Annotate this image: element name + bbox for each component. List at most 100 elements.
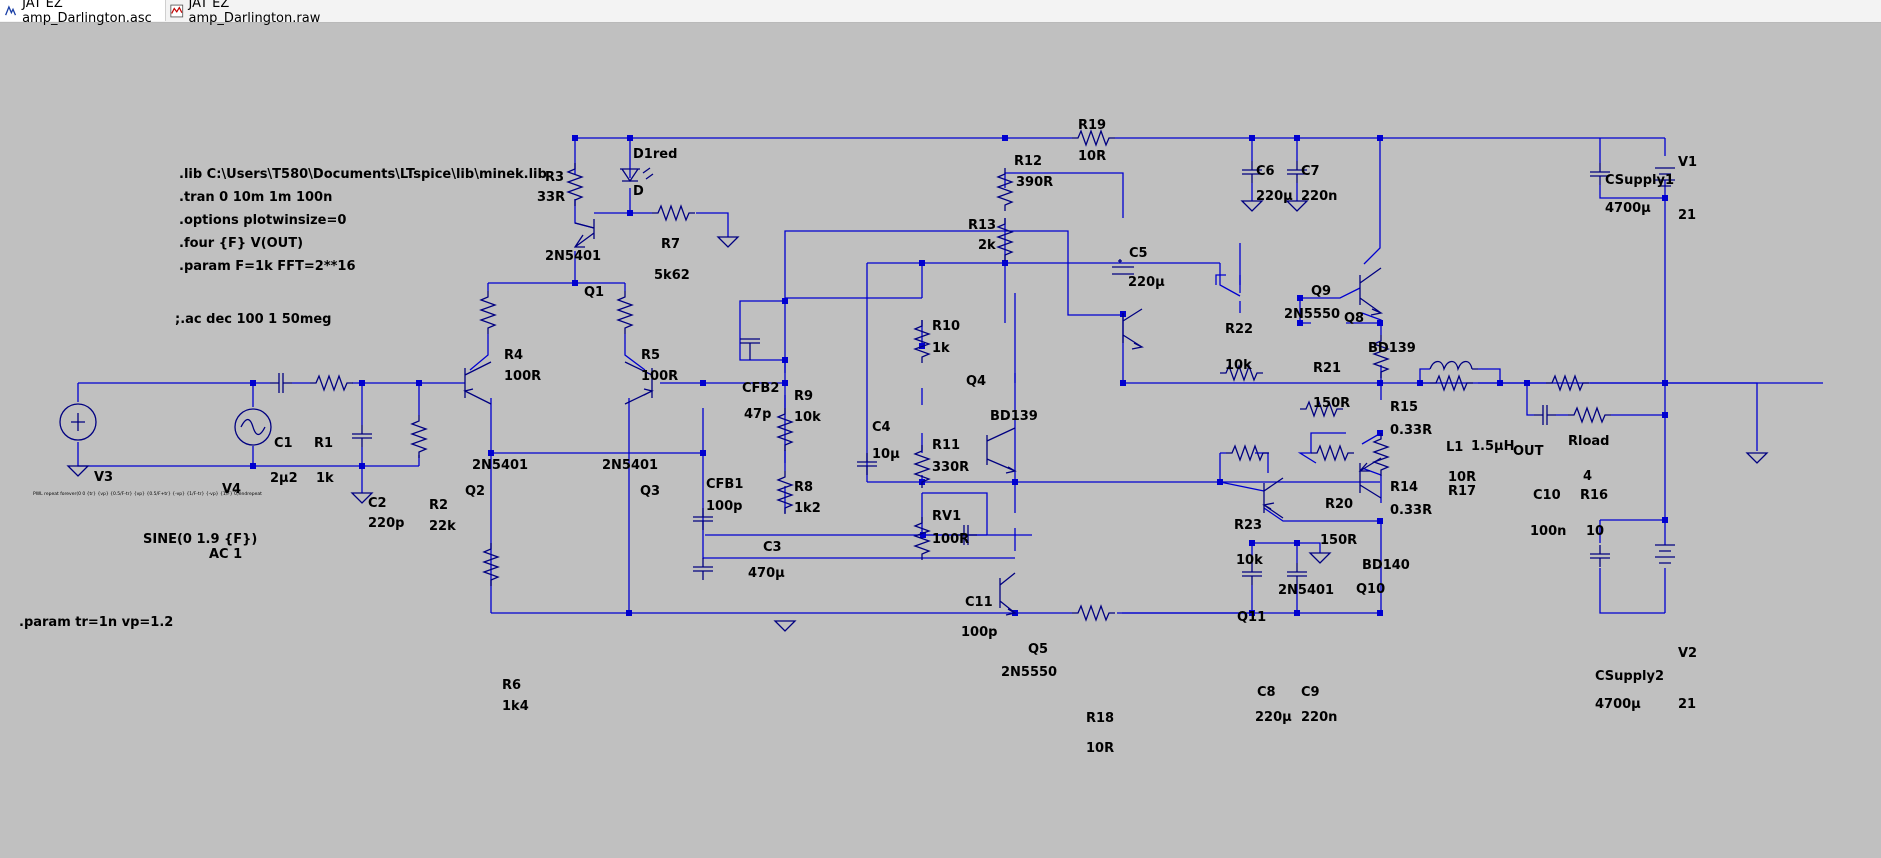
value-r16[interactable]: 10 xyxy=(1586,524,1604,539)
value-cfb2[interactable]: 47p xyxy=(744,407,771,422)
label-r19[interactable]: R19 xyxy=(1078,118,1106,133)
label-q2[interactable]: Q2 xyxy=(465,484,485,499)
value-v2[interactable]: 21 xyxy=(1678,697,1696,712)
component-labels[interactable]: R3 33R D1red D 2N5401 Q1 R7 5k62 R12 390… xyxy=(94,118,1697,756)
value-r21[interactable]: 150R xyxy=(1313,396,1350,411)
value-r1[interactable]: 1k xyxy=(316,471,334,486)
label-q11[interactable]: Q11 xyxy=(1237,610,1266,625)
label-q10[interactable]: Q10 xyxy=(1356,582,1385,597)
label-c8[interactable]: C8 xyxy=(1257,685,1276,700)
label-q4[interactable]: Q4 xyxy=(966,374,986,389)
value-c9[interactable]: 220n xyxy=(1301,710,1337,725)
label-r20[interactable]: R20 xyxy=(1325,497,1353,512)
label-r8[interactable]: R8 xyxy=(794,480,813,495)
label-c7[interactable]: C7 xyxy=(1301,164,1320,179)
value-csupply2[interactable]: 4700µ xyxy=(1595,697,1641,712)
label-r16[interactable]: R16 xyxy=(1580,488,1608,503)
value-v4[interactable]: SINE(0 1.9 {F}) xyxy=(143,532,257,547)
value-q3[interactable]: 2N5401 xyxy=(602,458,658,473)
directive-tran[interactable]: .tran 0 10m 1m 100n xyxy=(179,190,332,205)
label-r11[interactable]: R11 xyxy=(932,438,960,453)
value-q2[interactable]: 2N5401 xyxy=(472,458,528,473)
label-r17[interactable]: R17 xyxy=(1448,484,1476,499)
value-r10[interactable]: 1k xyxy=(932,341,950,356)
schematic-canvas[interactable]: .lib C:\Users\T580\Documents\LTspice\lib… xyxy=(0,23,1881,858)
label-c9[interactable]: C9 xyxy=(1301,685,1320,700)
label-q5[interactable]: Q5 xyxy=(1028,642,1048,657)
spice-directives[interactable]: .lib C:\Users\T580\Documents\LTspice\lib… xyxy=(19,167,547,630)
label-l1[interactable]: L1 xyxy=(1446,440,1463,455)
value-r6[interactable]: 1k4 xyxy=(502,699,529,714)
label-c5[interactable]: C5 xyxy=(1129,246,1148,261)
value-r4[interactable]: 100R xyxy=(504,369,541,384)
value-cfb1[interactable]: 100p xyxy=(706,499,742,514)
value-c11[interactable]: 100p xyxy=(961,625,997,640)
value-c4[interactable]: 10µ xyxy=(872,447,900,462)
directive-options[interactable]: .options plotwinsize=0 xyxy=(179,213,346,228)
label-r3[interactable]: R3 xyxy=(545,170,564,185)
label-rv1[interactable]: RV1 xyxy=(932,509,961,524)
tab-schematic[interactable]: JAT EZ amp_Darlington.asc xyxy=(0,0,166,26)
directive-ac-comment[interactable]: ;.ac dec 100 1 50meg xyxy=(175,312,332,327)
label-cfb2[interactable]: CFB2 xyxy=(742,381,779,396)
directive-param-tr[interactable]: .param tr=1n vp=1.2 xyxy=(19,615,173,630)
label-r1[interactable]: R1 xyxy=(314,436,333,451)
label-csupply2[interactable]: CSupply2 xyxy=(1595,669,1664,684)
label-v2[interactable]: V2 xyxy=(1678,646,1697,661)
label-r15[interactable]: R15 xyxy=(1390,400,1418,415)
label-v4[interactable]: V4 xyxy=(222,482,241,497)
value-q8[interactable]: BD139 xyxy=(1368,341,1416,356)
label-r12[interactable]: R12 xyxy=(1014,154,1042,169)
label-r13[interactable]: R13 xyxy=(968,218,996,233)
label-c10[interactable]: C10 xyxy=(1533,488,1561,503)
label-r23[interactable]: R23 xyxy=(1234,518,1262,533)
label-q9[interactable]: Q9 xyxy=(1311,284,1331,299)
label-q3[interactable]: Q3 xyxy=(640,484,660,499)
value-r22[interactable]: 10k xyxy=(1225,358,1252,373)
label-out[interactable]: OUT xyxy=(1513,444,1544,459)
label-c2[interactable]: C2 xyxy=(368,496,387,511)
label-r7[interactable]: R7 xyxy=(661,237,680,252)
value-d1[interactable]: D xyxy=(633,184,644,199)
value-r18[interactable]: 10R xyxy=(1086,741,1114,756)
value-r20[interactable]: 150R xyxy=(1320,533,1357,548)
value-r11[interactable]: 330R xyxy=(932,460,969,475)
label-r4[interactable]: R4 xyxy=(504,348,523,363)
value-q9[interactable]: 2N5550 xyxy=(1284,307,1340,322)
value-c7[interactable]: 220n xyxy=(1301,189,1337,204)
label-r22[interactable]: R22 xyxy=(1225,322,1253,337)
label-v3[interactable]: V3 xyxy=(94,470,113,485)
label-c11[interactable]: C11 xyxy=(965,595,993,610)
value-rload[interactable]: 4 xyxy=(1583,469,1592,484)
value-c10[interactable]: 100n xyxy=(1530,524,1566,539)
value-r5[interactable]: 100R xyxy=(641,369,678,384)
schematic-drawing[interactable]: .lib C:\Users\T580\Documents\LTspice\lib… xyxy=(0,23,1881,858)
label-c4[interactable]: C4 xyxy=(872,420,891,435)
value-c1[interactable]: 2µ2 xyxy=(270,471,298,486)
value-q10[interactable]: BD140 xyxy=(1362,558,1410,573)
label-q1[interactable]: Q1 xyxy=(584,285,604,300)
value-r15[interactable]: 0.33R xyxy=(1390,423,1432,438)
label-csupply1[interactable]: CSupply1 xyxy=(1605,173,1674,188)
value-csupply1[interactable]: 4700µ xyxy=(1605,201,1651,216)
value-r17[interactable]: 10R xyxy=(1448,470,1476,485)
label-rload[interactable]: Rload xyxy=(1568,434,1609,449)
value-r19[interactable]: 10R xyxy=(1078,149,1106,164)
label-v1[interactable]: V1 xyxy=(1678,155,1697,170)
value-c5[interactable]: 220µ xyxy=(1128,275,1165,290)
value-c2[interactable]: 220p xyxy=(368,516,404,531)
pwl-comment[interactable]: PWL repeat forever(0 0 {tr} {vp} {0.5/F-… xyxy=(33,491,262,497)
label-r21[interactable]: R21 xyxy=(1313,361,1341,376)
value-r9[interactable]: 10k xyxy=(794,410,821,425)
label-c1[interactable]: C1 xyxy=(274,436,293,451)
value-rv1[interactable]: 100R xyxy=(932,532,969,547)
value-c3[interactable]: 470µ xyxy=(748,566,785,581)
value-q4[interactable]: BD139 xyxy=(990,409,1038,424)
label-c3[interactable]: C3 xyxy=(763,540,782,555)
label-cfb1[interactable]: CFB1 xyxy=(706,477,743,492)
label-r9[interactable]: R9 xyxy=(794,389,813,404)
label-r14[interactable]: R14 xyxy=(1390,480,1418,495)
value-r14[interactable]: 0.33R xyxy=(1390,503,1432,518)
value-q11[interactable]: 2N5401 xyxy=(1278,583,1334,598)
directive-param-f[interactable]: .param F=1k FFT=2**16 xyxy=(179,259,356,274)
